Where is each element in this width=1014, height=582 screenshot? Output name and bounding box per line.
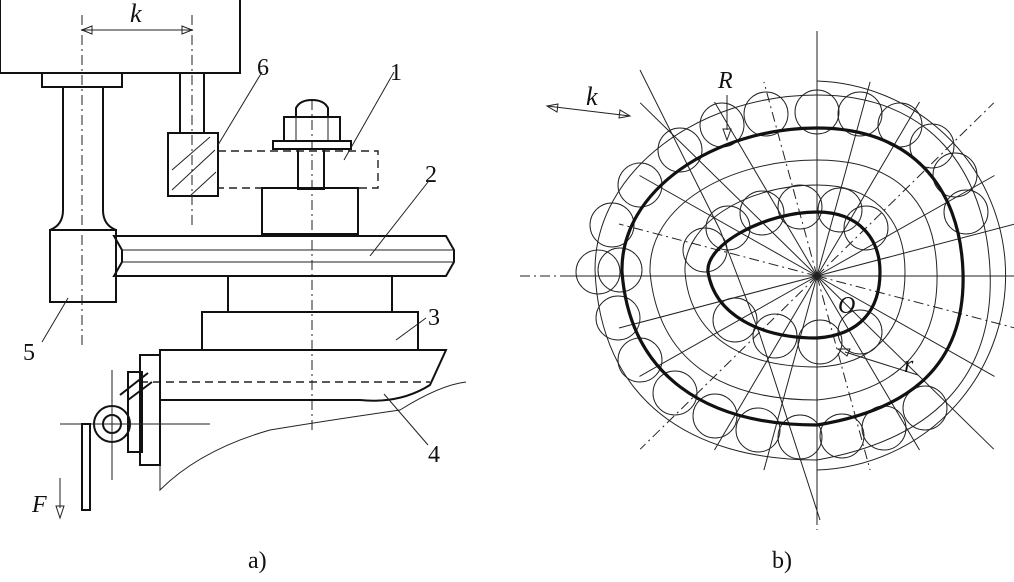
- radial-line: [639, 275, 818, 377]
- wheel-position-circle: [909, 123, 955, 169]
- wheel-position-circle-inner: [712, 297, 758, 343]
- wheel-position-circle-inner: [777, 184, 823, 230]
- wheel-position-circle-inner: [797, 319, 843, 365]
- radial-line: [714, 101, 818, 277]
- radial-line: [763, 275, 818, 471]
- wheel-position-circle: [902, 385, 948, 431]
- part-3: [201, 311, 419, 351]
- part-label-6: 6: [257, 55, 269, 81]
- labels: 1 2 3 4 5 6 k F a) k R O r b): [23, 0, 914, 574]
- radial-line: [816, 275, 995, 450]
- wheel-position-circle: [943, 189, 989, 235]
- panel-a-machine-drawing: [0, 0, 467, 520]
- wheel-position-circle: [617, 337, 663, 383]
- radial-line: [618, 275, 818, 329]
- wheel-position-circle-inner: [843, 205, 889, 251]
- panel-a-caption: a): [248, 548, 267, 574]
- inner-cam-profile: [706, 210, 882, 340]
- part-label-3: 3: [428, 305, 440, 331]
- wheel-position-circle: [932, 152, 978, 198]
- radial-line: [816, 101, 920, 277]
- radial-line: [714, 275, 818, 451]
- panel-b-caption: b): [772, 548, 792, 574]
- wheel-position-circle: [819, 413, 865, 459]
- wheel-position-circle: [735, 407, 781, 453]
- wheel-position-circle: [597, 247, 643, 293]
- wheel-position-circle-inner: [817, 187, 863, 233]
- radial-line: [816, 275, 995, 377]
- wheel-position-circle-inner: [682, 227, 728, 273]
- outer-cam-profile: [620, 126, 965, 427]
- wheel-position-circle: [652, 370, 698, 416]
- force-label: F: [31, 492, 47, 518]
- wheel-position-circle: [575, 249, 621, 295]
- wheel-position-circle: [743, 91, 789, 137]
- wheel-position-circle-inner: [739, 190, 785, 236]
- wheel-position-circle: [595, 295, 641, 341]
- radial-line: [816, 81, 871, 277]
- grinding-wheel-2: [112, 235, 455, 277]
- wheel-position-circle: [794, 89, 840, 135]
- wheel-position-circle-inner: [837, 309, 883, 355]
- radial-line: [816, 223, 1014, 277]
- center-label: O: [838, 293, 855, 319]
- outer-radius-label: R: [717, 68, 733, 94]
- part-label-5: 5: [23, 340, 35, 366]
- radial-line: [816, 275, 1014, 329]
- panel-b-dim-k: k: [586, 82, 598, 111]
- wheel-position-circle: [657, 127, 703, 173]
- part-label-1: 1: [390, 60, 402, 86]
- radial-line: [763, 81, 818, 277]
- spindle-5: [49, 229, 117, 303]
- wheel-position-circle-inner: [705, 205, 751, 251]
- panel-b-cam-profile: [520, 31, 1014, 530]
- panel-a-dim-k: k: [130, 0, 142, 28]
- wheel-position-circle: [837, 91, 883, 137]
- part-label-4: 4: [428, 442, 440, 468]
- inner-radius-label: r: [904, 352, 914, 378]
- part-label-2: 2: [425, 162, 437, 188]
- radial-line: [639, 102, 818, 277]
- radial-line: [816, 275, 871, 471]
- measuring-block-6: [167, 132, 219, 197]
- radial-line: [639, 175, 818, 277]
- radial-line: [816, 175, 995, 277]
- table-4: [159, 349, 448, 402]
- wheel-position-circle: [777, 414, 823, 460]
- radial-line: [816, 275, 920, 451]
